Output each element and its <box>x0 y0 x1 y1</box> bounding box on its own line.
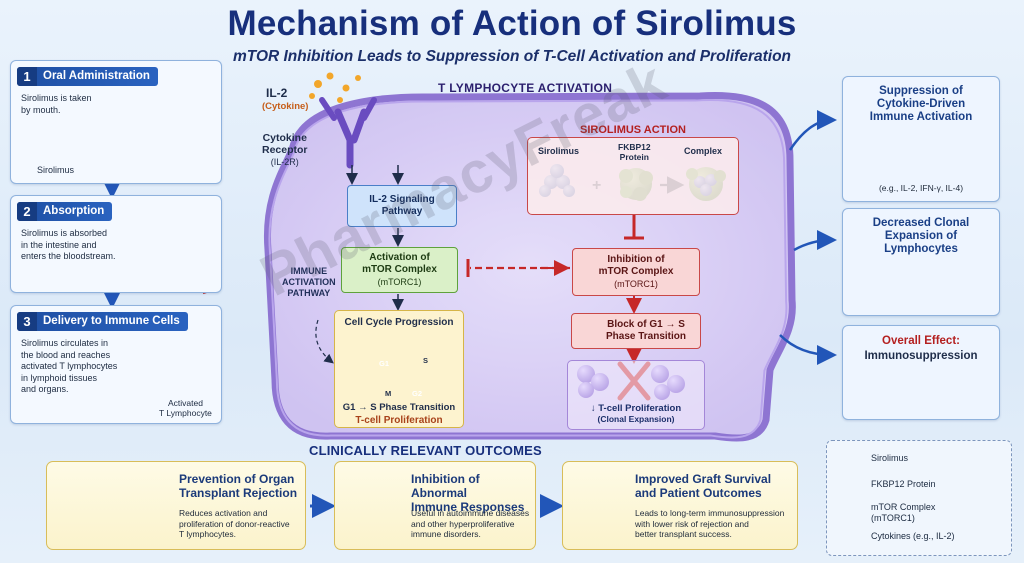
outcome-card-graft-survival: Improved Graft Survival and Patient Outc… <box>562 461 798 550</box>
effect-immunosuppression: Overall Effect: Immunosuppression <box>842 325 1000 420</box>
receptor-label: Cytokine Receptor (IL-2R) <box>262 132 308 167</box>
sirolimus-action-panel: SIROLIMUS ACTION Sirolimus FKBP12 Protei… <box>527 124 739 215</box>
cell-inner-membrane <box>268 99 788 439</box>
capsule-caption: Sirolimus <box>37 165 75 175</box>
il2-signaling-box: IL-2 Signaling Pathway <box>347 185 457 227</box>
lymphocyte-caption: Activated T Lymphocyte <box>159 398 212 418</box>
step-title: Delivery to Immune Cells <box>43 315 180 327</box>
cell-cycle-box: Cell Cycle Progression G1 S G2 M G1 → S … <box>334 310 464 428</box>
phase-g1: G1 <box>379 359 390 368</box>
step-description: Sirolimus is absorbed in the intestine a… <box>21 228 116 261</box>
il2-label: IL-2 <box>266 86 288 100</box>
phase-m: M <box>385 389 392 398</box>
step-description: Sirolimus circulates in the blood and re… <box>21 338 118 394</box>
phase-s: S <box>423 356 429 365</box>
step-title: Oral Administration <box>43 70 150 82</box>
cytokine-examples: (e.g., IL-2, IFN-γ, IL-4) <box>878 183 964 193</box>
cell-header: T LYMPHOCYTE ACTIVATION <box>438 81 613 95</box>
sirolimus-label: Sirolimus <box>538 146 580 156</box>
legend: Sirolimus FKBP12 Protein mTOR Complex (m… <box>826 440 1012 556</box>
complex-label: Complex <box>684 146 723 156</box>
outcome-card-immune-responses: Inhibition of Abnormal Immune Responses … <box>334 461 536 550</box>
effect-decreased-clonal-expansion: Decreased Clonal Expansion of Lymphocyte… <box>842 208 1000 316</box>
page-subtitle: mTOR Inhibition Leads to Suppression of … <box>232 48 792 65</box>
legend-sirolimus: Sirolimus <box>871 453 909 463</box>
outcome-card-transplant: Prevention of Organ Transplant Rejection… <box>46 461 306 550</box>
phase-g2: G2 <box>412 389 423 398</box>
legend-cytokines: Cytokines (e.g., IL-2) <box>871 531 955 541</box>
fkbp12-label: FKBP12 Protein <box>618 142 651 162</box>
sirolimus-action-header: SIROLIMUS ACTION <box>580 124 686 136</box>
g1-s-block-box: Block of G1 → S Phase Transition <box>571 313 701 349</box>
step-title: Absorption <box>43 205 105 217</box>
legend-fkbp12: FKBP12 Protein <box>871 479 936 489</box>
cell-cycle-title: Cell Cycle Progression <box>344 317 454 328</box>
g1-s-transition-label: G1 → S Phase Transition <box>342 402 456 413</box>
legend-mtor-complex: mTOR Complex (mTORC1) <box>871 502 936 523</box>
reduced-proliferation-label: ↓ T-cell Proliferation (Clonal Expansion… <box>590 403 682 424</box>
mtor-activation-box: Activation of mTOR Complex (mTORC1) <box>341 247 458 293</box>
cytokine-label: (Cytokine) <box>262 101 309 112</box>
il2-cytokine-dots <box>309 72 361 103</box>
effect-cytokine-suppression: Suppression of Cytokine-Driven Immune Ac… <box>842 76 1000 202</box>
proliferation-reduced-panel: ↓ T-cell Proliferation (Clonal Expansion… <box>567 360 705 430</box>
immune-activation-pathway-label: IMMUNE ACTIVATION PATHWAY <box>282 266 336 298</box>
step-description: Sirolimus is taken by mouth. <box>21 93 92 115</box>
outcomes-header: CLINICALLY RELEVANT OUTCOMES <box>309 443 542 458</box>
il2-receptor <box>319 97 377 169</box>
mtor-inhibition-box: Inhibition of mTOR Complex (mTORC1) <box>572 248 700 296</box>
page-title: Mechanism of Action of Sirolimus <box>227 4 797 43</box>
tcell-proliferation-label: T-cell Proliferation <box>355 415 443 426</box>
